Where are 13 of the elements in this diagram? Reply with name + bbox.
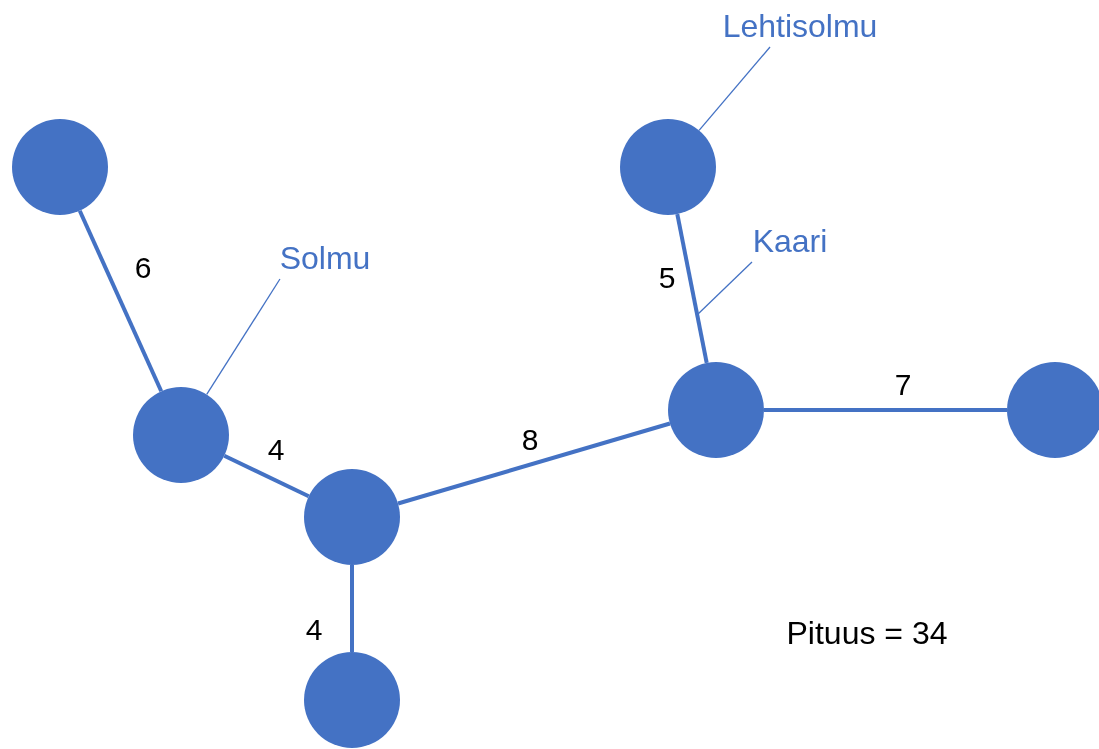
edge-line	[397, 421, 671, 506]
leader-line	[696, 261, 753, 316]
callout-text: Kaari	[746, 220, 834, 262]
callout-text: Lehtisolmu	[708, 5, 892, 47]
edge-line	[675, 213, 709, 364]
edge-line	[764, 408, 1007, 412]
edge-line	[77, 209, 164, 393]
edge-line	[223, 453, 310, 499]
leader-line	[206, 278, 281, 396]
callout-text: Solmu	[272, 237, 378, 279]
leader-line	[698, 46, 771, 132]
total-length-note: Pituus = 34	[786, 614, 948, 652]
edge-line	[350, 565, 354, 652]
